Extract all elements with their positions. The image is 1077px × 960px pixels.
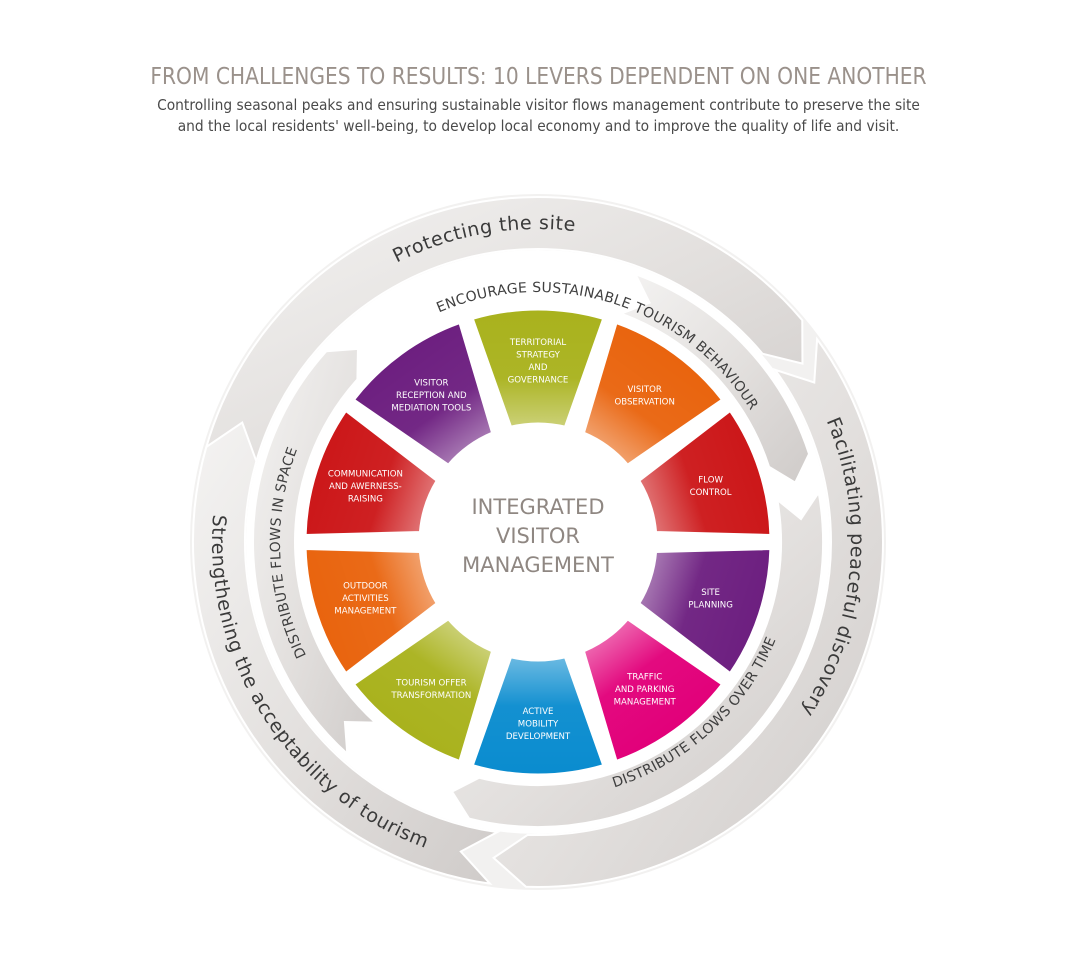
- levers-ring: TERRITORIAL STRATEGY AND GOVERNANCE VISITOR O…: [303, 307, 773, 777]
- lever-label-line: ACTIVE: [523, 707, 554, 717]
- lever-label-line: OBSERVATION: [614, 397, 674, 407]
- lever-visitor-observation: VISITOR OBSERVATION: [581, 321, 725, 467]
- outer-arrow-strengthening-acceptability: [192, 420, 501, 886]
- header: FROM CHALLENGES TO RESULTS: 10 LEVERS DE…: [0, 62, 1077, 137]
- center-title-line-3: MANAGEMENT: [462, 553, 614, 577]
- lever-shine: [353, 618, 493, 762]
- lever-label-line: GOVERNANCE: [508, 375, 569, 385]
- lever-label-line: COMMUNICATION: [328, 469, 403, 479]
- lever-site-planning: SITE PLANNING: [637, 547, 773, 676]
- lever-visitor-reception: VISITOR RECEPTION AND MEDIATION TOOLS: [351, 321, 495, 467]
- lever-label-line: TERRITORIAL: [509, 338, 567, 348]
- lever-label-line: VISITOR: [627, 385, 661, 395]
- center-title-line-2: VISITOR: [496, 524, 580, 548]
- lever-label-line: TOURISM OFFER: [395, 679, 466, 689]
- lever-territorial-strategy: TERRITORIAL STRATEGY AND GOVERNANCE: [470, 307, 606, 429]
- lever-label-line: FLOW: [698, 476, 723, 486]
- lever-shine: [353, 322, 493, 466]
- lever-shine: [305, 410, 438, 536]
- middle-arrow-encourage-behaviour: [618, 272, 811, 485]
- lever-label-line: AND AWERNESS-: [329, 482, 402, 492]
- subtitle-line-2: and the local residents' well-being, to …: [177, 117, 900, 135]
- lever-communication: COMMUNICATION AND AWERNESS- RAISING: [303, 408, 439, 537]
- middle-arrow-distribute-space: [252, 347, 379, 757]
- lever-label-line: OUTDOOR: [343, 582, 387, 592]
- subtitle: Controlling seasonal peaks and ensuring …: [43, 95, 1034, 137]
- lever-label-line: DEVELOPMENT: [506, 732, 571, 742]
- lever-label-line: RAISING: [348, 494, 383, 504]
- lever-label-line: CONTROL: [690, 488, 732, 498]
- center-hub: INTEGRATED VISITOR MANAGEMENT: [462, 495, 614, 577]
- lever-label-line: RECEPTION AND: [396, 391, 467, 401]
- lever-label-line: MEDIATION TOOLS: [391, 404, 471, 414]
- lever-shine: [472, 309, 604, 428]
- lever-outdoor-activities: OUTDOOR ACTIVITIES MANAGEMENT: [303, 547, 439, 676]
- lever-label-line: MANAGEMENT: [334, 607, 397, 617]
- lever-label-line: STRATEGY: [516, 350, 560, 360]
- lever-traffic-parking: TRAFFIC AND PARKING MANAGEMENT: [581, 617, 725, 763]
- middle-arrow-distribute-time: [450, 489, 824, 828]
- lever-label-line: PLANNING: [688, 600, 733, 610]
- lever-shine: [583, 322, 723, 466]
- lever-label-line: AND PARKING: [615, 685, 674, 695]
- lever-label-line: SITE: [701, 588, 720, 598]
- lever-label-line: TRANSFORMATION: [390, 691, 471, 701]
- lever-label-line: AND: [529, 363, 548, 373]
- lever-label-line: MOBILITY: [518, 720, 559, 730]
- page-title: FROM CHALLENGES TO RESULTS: 10 LEVERS DE…: [150, 62, 927, 90]
- lever-shine: [305, 548, 438, 674]
- lever-flow-control: FLOW CONTROL: [637, 408, 773, 537]
- lever-shine: [472, 656, 604, 775]
- outer-arrow-protecting-site: [198, 196, 804, 485]
- outer-arrow-facilitating-discovery: [491, 336, 884, 888]
- center-title-line-1: INTEGRATED: [471, 495, 604, 519]
- lever-label-line: MANAGEMENT: [614, 697, 677, 707]
- lever-shine: [583, 618, 723, 762]
- lever-label-line: TRAFFIC: [626, 672, 662, 682]
- lever-tourism-offer: TOURISM OFFER TRANSFORMATION: [351, 617, 495, 763]
- lever-label-line: VISITOR: [414, 379, 448, 389]
- lever-label-line: ACTIVITIES: [342, 594, 389, 604]
- subtitle-line-1: Controlling seasonal peaks and ensuring …: [157, 96, 920, 114]
- lever-active-mobility: ACTIVE MOBILITY DEVELOPMENT: [470, 655, 606, 777]
- lever-shine: [638, 410, 771, 536]
- lever-shine: [638, 548, 771, 674]
